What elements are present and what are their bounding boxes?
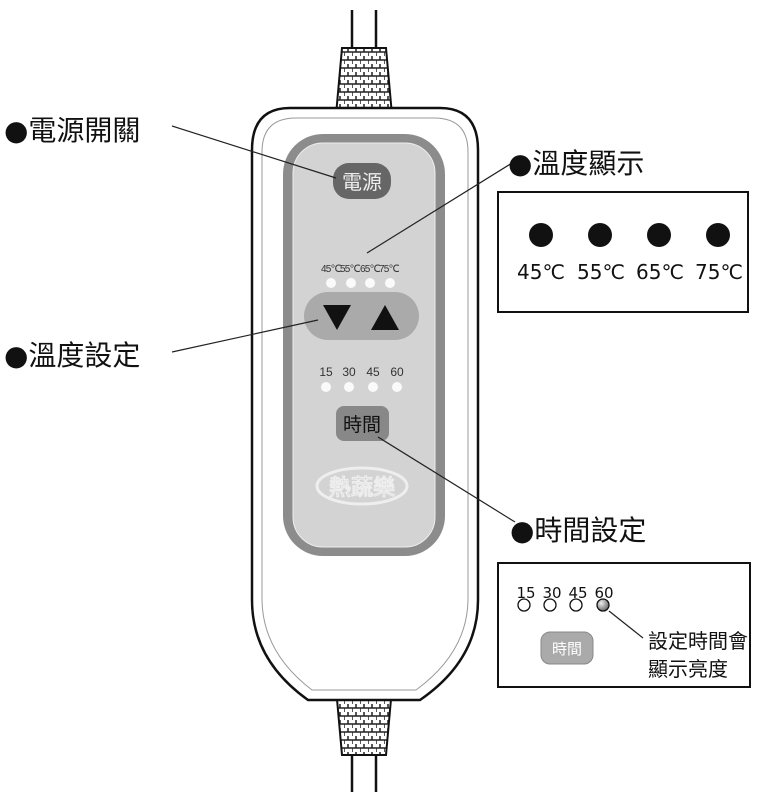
temp-box-label: 75℃ (695, 260, 743, 284)
time-box-label: 45 (568, 584, 587, 602)
temp-down-button[interactable] (323, 305, 351, 330)
leader-lines (171, 125, 516, 523)
cable-bottom (350, 755, 378, 792)
brand-logo: 熱蔬樂 (315, 466, 409, 506)
time-label: 15 (319, 365, 333, 379)
temp-label: 55℃ (340, 264, 361, 275)
strain-relief-top (334, 47, 394, 116)
temp-label: 45℃ (321, 264, 342, 275)
power-button-label: 電源 (342, 170, 382, 194)
time-box-note-2: 顯示亮度 (648, 657, 728, 681)
cable-top (350, 10, 378, 48)
temp-display-box: 45℃ 55℃ 65℃ 75℃ (497, 191, 749, 313)
time-leds (321, 382, 402, 392)
temp-button-pad (304, 292, 419, 340)
time-label: 45 (366, 365, 380, 379)
time-box-button-label: 時間 (552, 640, 582, 658)
temp-box-label: 45℃ (517, 260, 565, 284)
temp-box-label: 65℃ (636, 260, 684, 284)
callout-temp-setting: ●溫度設定 (4, 339, 140, 372)
time-setting-box: 15 30 45 60 時間 設定時間會 顯示亮度 (497, 562, 751, 688)
time-label: 30 (342, 365, 356, 379)
temp-label: 75℃ (379, 264, 400, 275)
callout-power-switch: ●電源開關 (4, 114, 140, 147)
lit-led-icon (596, 598, 610, 612)
time-box-label: 15 (516, 584, 535, 602)
power-button[interactable]: 電源 (333, 163, 391, 199)
svg-text:熱蔬樂: 熱蔬樂 (329, 475, 396, 501)
callout-temp-display: ●溫度顯示 (508, 147, 644, 180)
time-box-label: 60 (594, 584, 613, 602)
callout-time-setting: ●時間設定 (510, 514, 646, 547)
time-button[interactable]: 時間 (336, 406, 389, 441)
time-label: 60 (390, 365, 404, 379)
time-button-label: 時間 (343, 414, 381, 436)
temp-up-button[interactable] (371, 305, 399, 330)
time-box-label: 30 (542, 584, 561, 602)
control-panel (292, 142, 436, 548)
time-box-note-1: 設定時間會 (648, 629, 748, 653)
temp-label: 65℃ (360, 264, 381, 275)
temp-box-label: 55℃ (577, 260, 625, 284)
temp-leds (326, 278, 395, 288)
